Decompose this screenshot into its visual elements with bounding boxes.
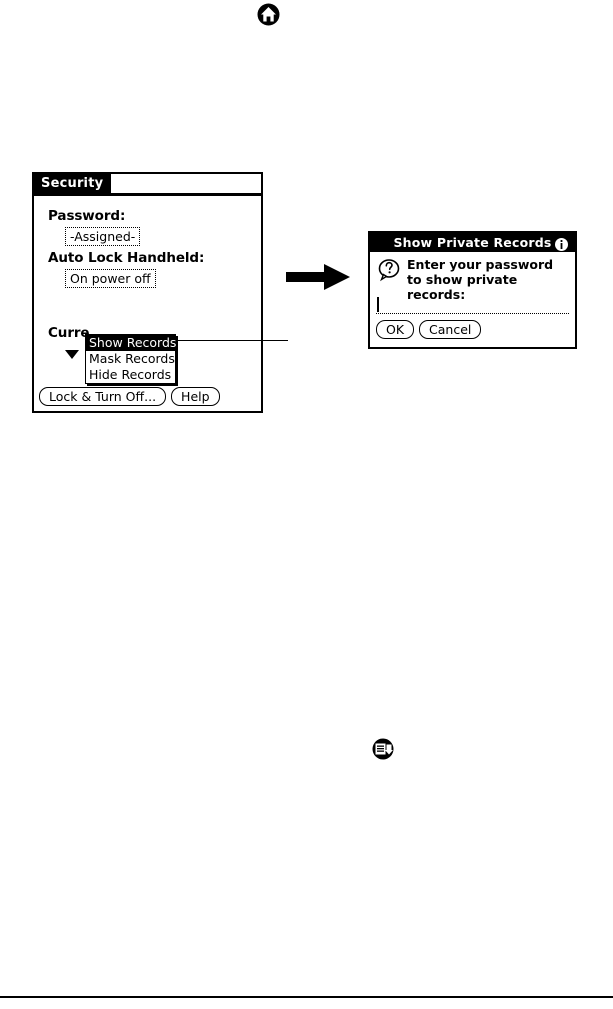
dialog-titlebar: Show Private Records [370,233,575,252]
cancel-button[interactable]: Cancel [419,320,482,339]
password-label: Password: [48,208,126,224]
security-panel: Security Password: -Assigned- Auto Lock … [32,172,263,413]
popup-item-show-records[interactable]: Show Records [86,335,176,351]
auto-lock-value[interactable]: On power off [65,269,156,288]
password-value[interactable]: -Assigned- [65,227,141,246]
text-caret [377,297,379,312]
chevron-down-icon[interactable] [65,350,79,359]
ok-button[interactable]: OK [376,320,415,339]
password-input[interactable] [376,297,569,314]
lock-and-turn-off-button[interactable]: Lock & Turn Off... [39,387,167,406]
callout-leader-line [170,340,288,341]
question-balloon-icon [377,258,401,282]
privacy-popup-list[interactable]: Show Records Mask Records Hide Records [85,334,176,384]
dialog-message: Enter your password to show private reco… [407,257,554,302]
current-privacy-label: Curre [48,325,90,341]
panel-titlebar: Security [34,174,261,196]
flow-arrow-icon [286,262,350,292]
panel-button-row: Lock & Turn Off... Help [39,387,220,406]
page-title: Security [34,174,112,193]
auto-lock-label: Auto Lock Handheld: [48,250,205,266]
home-icon [257,3,280,26]
popup-item-hide-records[interactable]: Hide Records [89,367,172,382]
show-private-records-dialog: Show Private Records Enter your password… [368,231,577,349]
popup-item-mask-records[interactable]: Mask Records [89,351,175,366]
dialog-button-row: OK Cancel [376,320,482,339]
dialog-body: Enter your password to show private reco… [370,252,575,347]
page-footer-rule [0,996,613,998]
info-icon[interactable] [555,236,568,251]
help-button[interactable]: Help [171,387,220,406]
menu-document-icon [372,738,394,760]
dialog-title: Show Private Records [393,235,552,250]
